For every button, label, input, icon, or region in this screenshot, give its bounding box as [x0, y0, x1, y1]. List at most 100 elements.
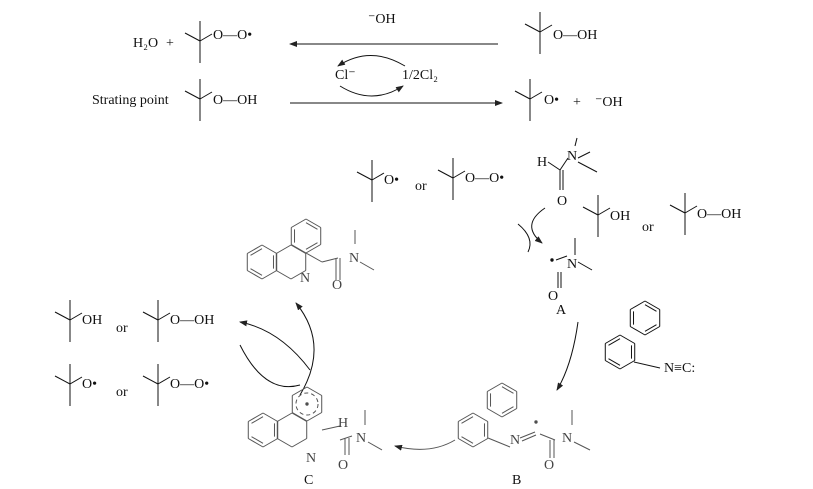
bond: [199, 91, 213, 100]
starting-point-label: Strating point: [92, 93, 169, 108]
bond: [573, 441, 591, 451]
bond: [199, 33, 213, 42]
bond: [574, 137, 578, 147]
tbuo-radical-label: O•: [544, 93, 559, 108]
bond: [633, 361, 661, 369]
chlorine-cycle-arrow: [339, 85, 404, 97]
or-label: or: [415, 179, 427, 194]
radical-dot: [534, 420, 538, 424]
hydroxide-label: ⁻OH: [368, 12, 396, 27]
dmf-n-label: N: [567, 149, 577, 164]
bond: [54, 311, 71, 321]
bond: [54, 375, 71, 385]
ring-bond: [277, 438, 293, 448]
intermediate-a-label: A: [556, 303, 567, 318]
ring-bond: [305, 244, 321, 254]
or-label: or: [642, 220, 654, 235]
bond: [157, 376, 171, 385]
b-o-label: O: [544, 458, 554, 473]
ring-bond: [291, 244, 307, 254]
product-o-label: O: [332, 278, 342, 293]
bond: [367, 441, 383, 451]
ring-bond: [458, 438, 474, 448]
ring-bond: [262, 438, 278, 448]
ring-bond: [644, 326, 660, 336]
ring-bond: [292, 386, 308, 396]
tbuoo-radical-label: O—O•: [465, 171, 504, 186]
double-bond: [251, 416, 264, 424]
ring-bond: [306, 412, 322, 422]
c-ring-n-label: N: [306, 451, 316, 466]
ring-bond: [605, 360, 621, 370]
bond: [69, 376, 83, 385]
intermediate-b-label: B: [512, 473, 521, 488]
ring-bond: [248, 438, 264, 448]
plus-sign: +: [573, 95, 581, 110]
hat-arrow: [239, 320, 311, 371]
ring-bond: [472, 412, 488, 422]
bond: [577, 151, 591, 159]
double-bond: [608, 338, 621, 346]
c-o-label: O: [338, 458, 348, 473]
double-bond: [461, 416, 474, 424]
ring-bond: [487, 382, 503, 392]
ring-bond: [261, 270, 277, 280]
radical-generation-arrow: [531, 207, 546, 244]
ring-bond: [501, 408, 517, 418]
c-amide-n-label: N: [356, 431, 366, 446]
ring-bond: [306, 386, 322, 396]
product-amide-n-label: N: [349, 251, 359, 266]
ring-bond: [290, 244, 306, 254]
bond: [359, 261, 375, 271]
c-h-label: H: [338, 416, 348, 431]
delocalized-radical-ring: [295, 392, 319, 416]
intermediate-c-label: C: [304, 473, 313, 488]
product-ring-n-label: N: [300, 271, 310, 286]
radical-dot: [305, 402, 309, 406]
bond: [339, 435, 353, 441]
ring-bond: [261, 244, 277, 254]
bond: [69, 312, 83, 321]
ring-bond: [290, 270, 306, 280]
addition-arrow: [556, 321, 579, 391]
ring-bond: [276, 270, 292, 280]
bond: [577, 261, 593, 271]
ring-bond: [248, 412, 264, 422]
ring-bond: [291, 218, 307, 228]
ring-bond: [630, 326, 646, 336]
double-bond: [608, 358, 621, 366]
bond: [547, 161, 561, 171]
radical-generation-arrow: [517, 223, 531, 253]
bond: [487, 437, 511, 448]
ring-bond: [262, 412, 278, 422]
double-bond: [461, 436, 474, 444]
cyclization-arrow: [394, 439, 456, 451]
ring-bond: [247, 270, 263, 280]
bond: [519, 431, 536, 439]
hat-arrow: [295, 302, 315, 396]
tbuoh-label: OH: [610, 209, 630, 224]
bond: [305, 252, 323, 263]
bond: [524, 23, 541, 33]
bond: [452, 170, 466, 179]
tbuooh-label: O—OH: [553, 28, 597, 43]
tbuoo-radical-label: O—O•: [170, 377, 209, 392]
bond: [582, 206, 599, 216]
radical-a-n-label: N: [567, 257, 577, 272]
bond: [142, 375, 159, 385]
double-bond: [305, 242, 318, 250]
double-bond: [305, 222, 318, 230]
b-n-label: N: [510, 433, 520, 448]
radical-a-o-label: O: [548, 289, 558, 304]
double-bond: [501, 406, 514, 414]
tbuoh-label: OH: [82, 313, 102, 328]
hydroxide-right-label: ⁻OH: [595, 95, 623, 110]
ring-bond: [277, 412, 293, 422]
bond: [371, 172, 385, 181]
ring-bond: [472, 438, 488, 448]
or-label: or: [116, 321, 128, 336]
bond: [321, 257, 339, 263]
ring-bond: [276, 244, 292, 254]
